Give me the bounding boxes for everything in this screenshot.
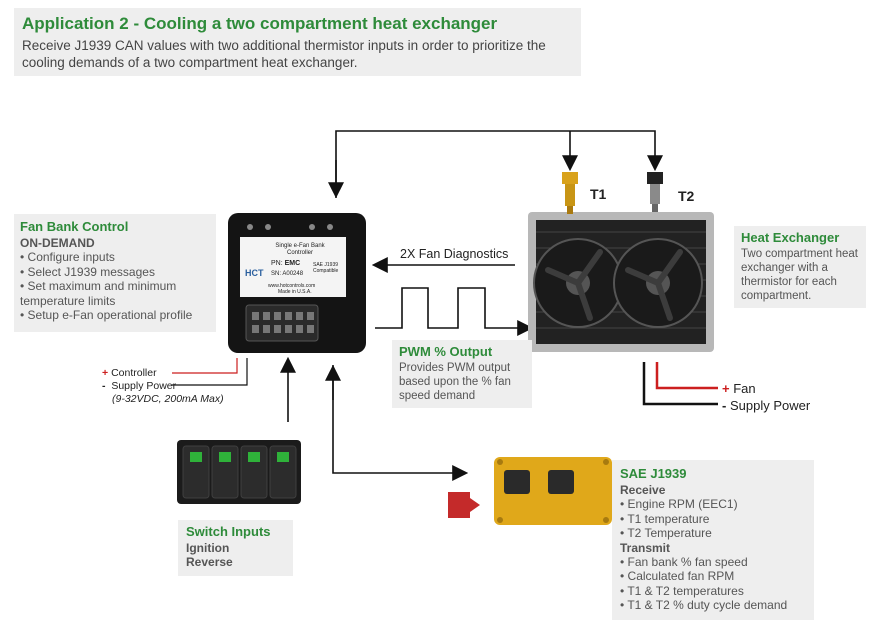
ecm-image <box>494 457 612 525</box>
pwm-title: PWM % Output <box>399 344 493 359</box>
sae-receive-list: Engine RPM (EEC1) T1 temperature T2 Temp… <box>620 497 806 541</box>
fan-power-red <box>655 362 718 390</box>
thermistor-t2-image <box>647 172 663 212</box>
switch-input-reverse: Reverse <box>186 555 233 569</box>
switch-panel-image <box>177 440 301 504</box>
diagnostics-label: 2X Fan Diagnostics <box>400 247 509 261</box>
sae-transmit-list: Fan bank % fan speed Calculated fan RPM … <box>620 555 806 613</box>
controller-title: Single e-Fan Bank Controller <box>275 243 325 256</box>
j1939-connector-icon <box>448 492 480 518</box>
heat-exchanger-image <box>528 212 714 352</box>
page-subtitle: Receive J1939 CAN values with two additi… <box>22 38 546 70</box>
sensor-t2-label: T2 <box>678 188 695 204</box>
controller-device <box>228 213 366 353</box>
controller-power-red <box>172 358 238 374</box>
thermistor-wire <box>335 130 663 198</box>
heat-exchanger-desc: Two compartment heat exchanger with a th… <box>741 248 858 302</box>
controller-made: Made in U.S.A. <box>278 289 312 295</box>
sae-title: SAE J1939 <box>620 466 687 481</box>
list-item: Select J1939 messages <box>20 265 210 280</box>
sae-receive-heading: Receive <box>620 483 666 497</box>
switch-inputs-title: Switch Inputs <box>186 524 271 539</box>
list-item: Setup e-Fan operational profile <box>20 308 210 323</box>
controller-power-label: + Controller - Supply Power (9-32VDC, 20… <box>102 367 224 405</box>
controller-pn: PN: EMC <box>271 260 301 267</box>
list-item: Calculated fan RPM <box>620 569 806 584</box>
list-item: Engine RPM (EEC1) <box>620 497 806 512</box>
list-item: T1 temperature <box>620 512 806 527</box>
fan-power-black <box>642 362 718 406</box>
fan-bank-box: Fan Bank Control ON-DEMAND Configure inp… <box>14 214 216 332</box>
pwm-desc: Provides PWM output based upon the % fan… <box>399 362 511 402</box>
list-item: Configure inputs <box>20 250 210 265</box>
list-item: Fan bank % fan speed <box>620 555 806 570</box>
heat-exchanger-box: Heat Exchanger Two compartment heat exch… <box>734 226 866 308</box>
pwm-box: PWM % Output Provides PWM output based u… <box>392 340 532 408</box>
switch-inputs-box: Switch Inputs Ignition Reverse <box>178 520 293 576</box>
page-title: Application 2 - Cooling a two compartmen… <box>22 14 498 33</box>
fan-power-label: + Fan - Supply Power <box>722 381 811 413</box>
controller-logo: HCT <box>245 268 264 278</box>
list-item: T1 & T2 % duty cycle demand <box>620 598 806 613</box>
thermistor-t1-image <box>562 172 578 214</box>
pwm-waveform <box>375 287 534 336</box>
list-item: T2 Temperature <box>620 526 806 541</box>
fan-bank-mode: ON-DEMAND <box>20 236 95 250</box>
fan-bank-list: Configure inputs Select J1939 messages S… <box>20 250 210 323</box>
header-box <box>14 8 581 76</box>
heat-exchanger-title: Heat Exchanger <box>741 230 840 245</box>
sae-transmit-heading: Transmit <box>620 540 671 555</box>
list-item: Set maximum and minimum temperature limi… <box>20 279 210 308</box>
sensor-t1-label: T1 <box>590 186 607 202</box>
list-item: T1 & T2 temperatures <box>620 584 806 599</box>
controller-sae-note: SAE J1939 Compatible <box>313 262 339 274</box>
fan-bank-title: Fan Bank Control <box>20 219 129 234</box>
sae-box: SAE J1939 Receive Engine RPM (EEC1) T1 t… <box>612 460 814 620</box>
j1939-wire <box>332 365 469 481</box>
controller-website: www.hotcontrols.com <box>268 283 316 289</box>
controller-sn: SN: A00248 <box>271 271 304 277</box>
switch-input-ignition: Ignition <box>186 541 230 555</box>
controller-power-black <box>172 358 248 386</box>
